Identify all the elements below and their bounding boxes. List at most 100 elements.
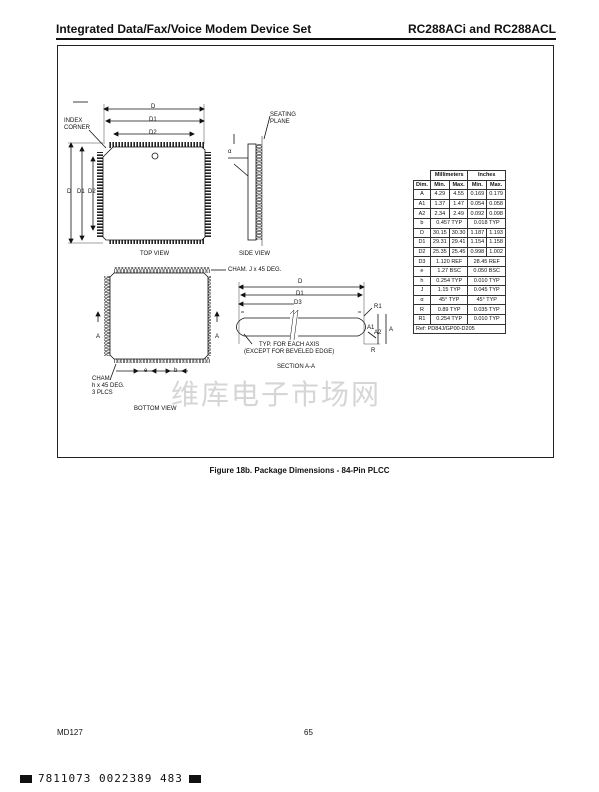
- section-r1-label: R1: [374, 304, 382, 310]
- in-min-cell: 0.998: [467, 246, 488, 258]
- dim-cell: A: [413, 189, 431, 200]
- bottom-view-b-label: b: [174, 368, 178, 374]
- in-max-cell: 1.158: [486, 237, 506, 248]
- barcode-text: 7811073 0022389 483: [38, 772, 183, 785]
- mm-value-cell: 1.120 REF: [429, 256, 469, 267]
- top-view-d1-v-label: D1: [77, 189, 85, 195]
- mm-value-cell: 1.15 TYP: [429, 285, 469, 296]
- mm-min-cell: 1.37: [429, 198, 450, 210]
- barcode-strip: 7811073 0022389 483: [20, 772, 201, 785]
- section-a1-label: A1: [367, 325, 375, 331]
- in-min-cell: 1.187: [467, 227, 488, 239]
- header-title: Integrated Data/Fax/Voice Modem Device S…: [56, 22, 312, 36]
- table-ref-row: Ref: PD84J/GP00-D205: [413, 323, 506, 335]
- mm-value-cell: 0.457 TYP: [429, 217, 469, 229]
- index-corner-label: INDEX CORNER: [64, 118, 91, 131]
- section-a-label: A: [389, 327, 394, 333]
- dim-cell: α: [413, 294, 431, 306]
- in-value-cell: 0.018 TYP: [467, 217, 506, 229]
- dim-cell: A2: [413, 208, 431, 219]
- table-corner-cell: [414, 171, 431, 181]
- dim-cell: R: [413, 304, 431, 315]
- in-value-cell: 0.045 TYP: [467, 285, 506, 296]
- mm-max-header: Max.: [448, 179, 469, 191]
- dim-column-header: Dim.: [413, 179, 431, 191]
- mm-value-cell: 1.27 BSC: [429, 265, 469, 277]
- mm-value-cell: 45° TYP: [429, 294, 469, 306]
- header-part-number: RC288ACi and RC288ACL: [407, 22, 556, 36]
- top-view-d2-label: D2: [149, 130, 157, 136]
- mm-value-cell: 0.254 TYP: [429, 275, 469, 287]
- dim-cell: A1: [413, 198, 431, 210]
- in-max-cell: 0.098: [486, 208, 506, 219]
- reference-cell: Ref: PD84J/GP00-D205: [413, 323, 506, 335]
- in-min-cell: 0.054: [467, 198, 488, 210]
- table-group-header-row: Millimeters Inches: [414, 170, 506, 181]
- document-code: MD127: [57, 728, 83, 737]
- in-max-cell: 1.002: [486, 246, 506, 258]
- table-column-header-row: Dim. Min. Max. Min. Max.: [413, 179, 506, 191]
- mm-min-cell: 29.31: [429, 237, 450, 248]
- section-note: TYP. FOR EACH AXIS (EXCEPT FOR BEVELED E…: [244, 342, 335, 355]
- barcode-block-left: [20, 774, 32, 783]
- alpha-label: α: [228, 149, 232, 155]
- in-max-cell: 0.179: [486, 189, 506, 200]
- dim-cell: D2: [413, 246, 431, 258]
- mm-value-cell: 0.254 TYP: [429, 313, 469, 325]
- top-view-d-v-label: D: [67, 189, 72, 195]
- bottom-view-e-label: e: [144, 368, 148, 374]
- bottom-view: [95, 267, 226, 381]
- seating-plane-label: SEATING PLANE: [270, 112, 296, 125]
- mm-min-cell: 30.15: [429, 227, 450, 239]
- in-min-cell: 0.169: [467, 189, 488, 200]
- mm-max-cell: 25.45: [448, 246, 469, 258]
- package-drawing: [68, 101, 387, 381]
- mm-value-cell: 0.89 TYP: [429, 304, 469, 315]
- dim-cell: h: [413, 275, 431, 287]
- in-value-cell: 45° TYP: [467, 294, 506, 306]
- section-d1-label: D1: [296, 291, 304, 297]
- section-d3-label: D3: [294, 300, 302, 306]
- mm-min-header: Min.: [429, 179, 450, 191]
- dim-cell: R1: [413, 313, 431, 325]
- section-d-label: D: [298, 279, 303, 285]
- in-min-header: Min.: [467, 179, 488, 191]
- barcode-block-right: [188, 774, 201, 783]
- figure-caption: Figure 18b. Package Dimensions - 84-Pin …: [209, 466, 390, 475]
- bottom-view-a-left-label: A: [96, 334, 101, 340]
- in-max-cell: 1.193: [486, 227, 506, 239]
- mm-max-cell: 4.55: [448, 189, 469, 200]
- mm-max-cell: 29.41: [448, 237, 469, 248]
- watermark: 维库电子市场网: [171, 378, 382, 411]
- millimeters-header: Millimeters: [429, 170, 469, 181]
- mm-min-cell: 25.35: [429, 246, 450, 258]
- side-view: [228, 115, 271, 246]
- cham-h-label: CHAM. h x 45 DEG. 3 PLCS: [92, 376, 125, 396]
- figure-frame: D D1 D2 INDEX CORNER D D1 D2 TOP VIEW SE…: [57, 45, 554, 458]
- mm-min-cell: 4.29: [429, 189, 450, 200]
- dim-cell: b: [413, 217, 431, 229]
- in-max-cell: 0.058: [486, 198, 506, 210]
- page-header: Integrated Data/Fax/Voice Modem Device S…: [56, 18, 556, 40]
- dim-cell: D1: [413, 237, 431, 248]
- top-view-d-label: D: [151, 104, 156, 110]
- in-value-cell: 0.010 TYP: [467, 275, 506, 287]
- in-value-cell: 0.050 BSC: [467, 265, 506, 277]
- mm-max-cell: 2.49: [448, 208, 469, 219]
- top-view-d2-v-label: D2: [88, 189, 96, 195]
- in-max-header: Max.: [486, 179, 506, 191]
- section-title: SECTION A-A: [277, 364, 316, 370]
